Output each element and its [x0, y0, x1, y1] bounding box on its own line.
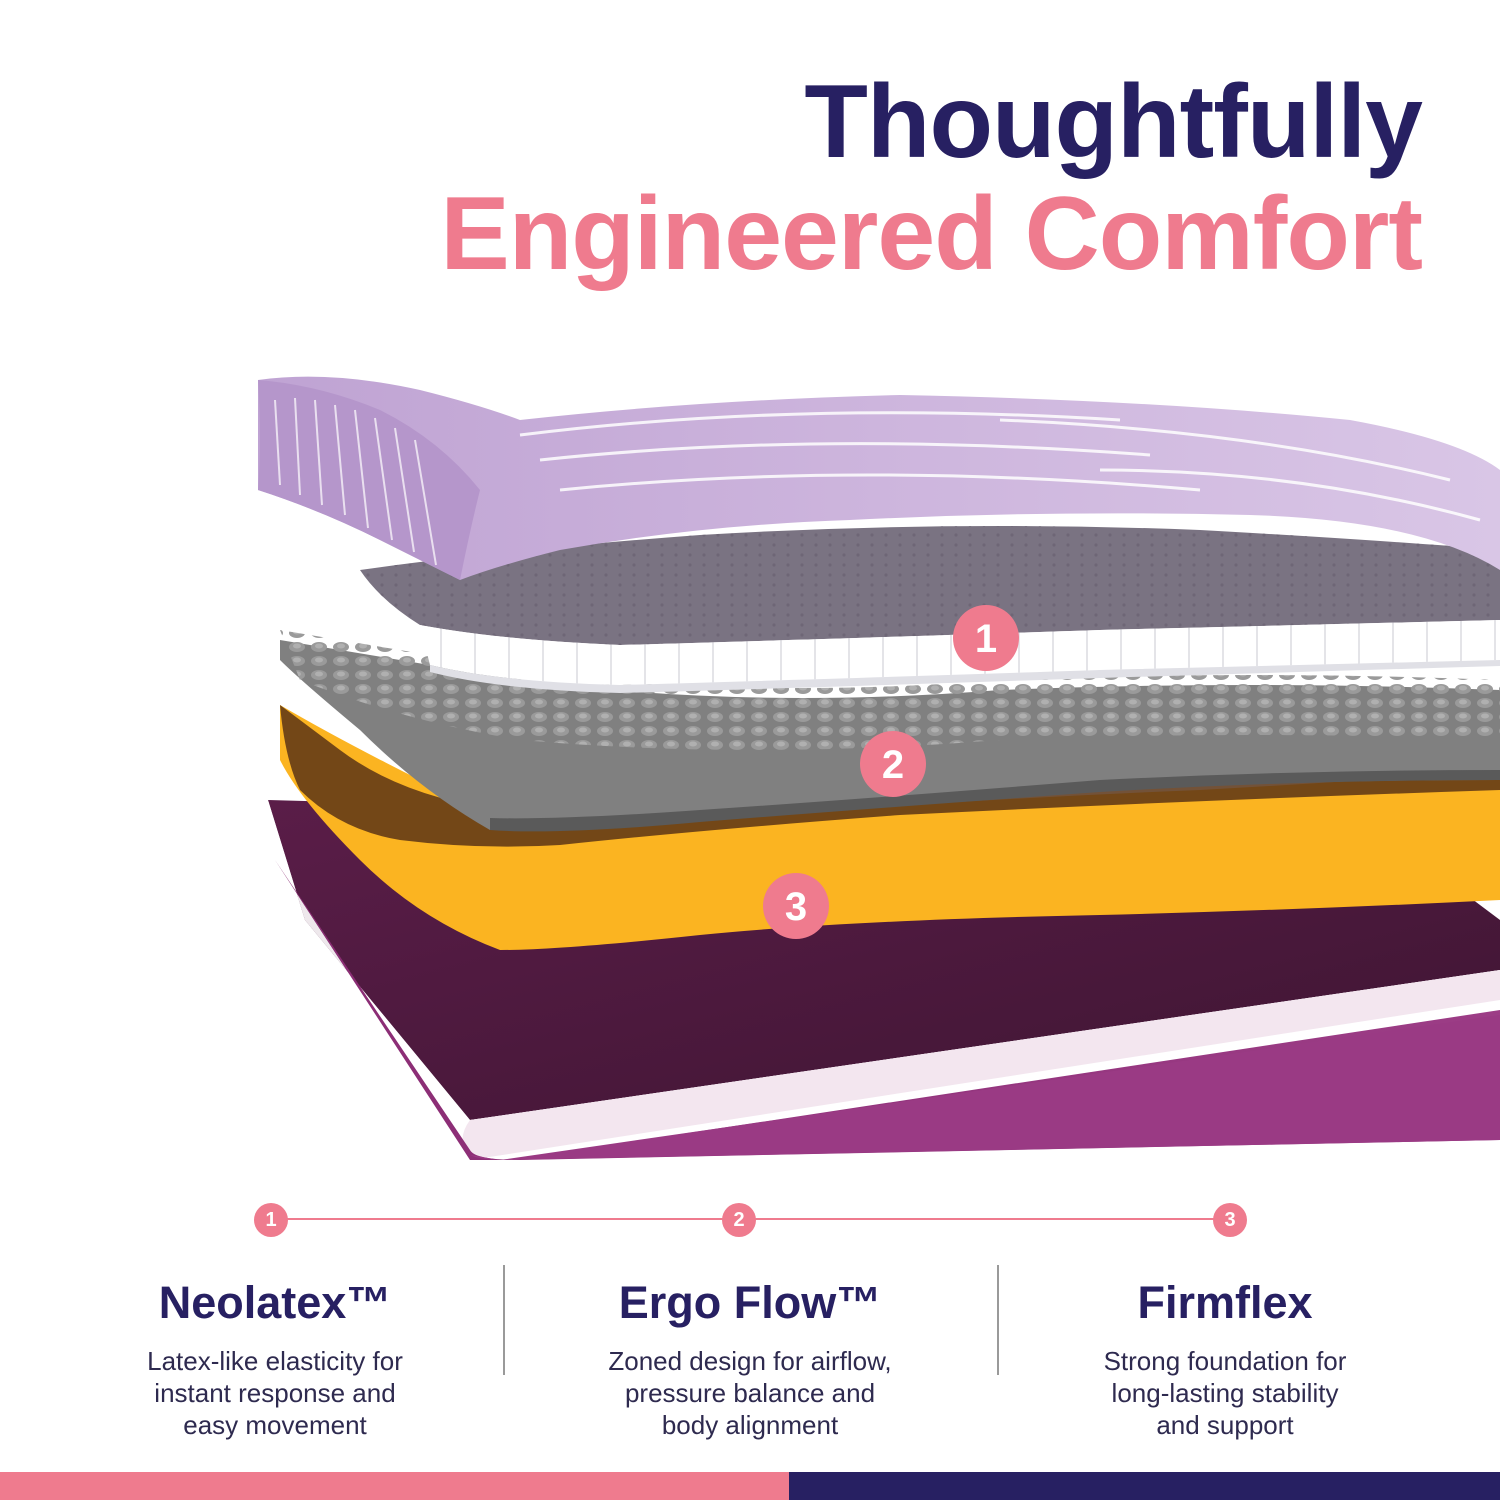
- lavender-cover-layer: [258, 376, 1500, 580]
- feature-divider-2: [997, 1265, 999, 1375]
- feature-firmflex: Firmflex Strong foundation for long-last…: [1015, 1265, 1435, 1441]
- mattress-layers-illustration: 1 2 3: [258, 376, 1500, 1160]
- layer-marker-1-label: 1: [975, 617, 997, 661]
- layer-marker-3: 3: [763, 873, 829, 939]
- feature-title: Ergo Flow™: [618, 1277, 882, 1328]
- bottom-color-bar: [0, 1472, 1500, 1500]
- feature-description: Zoned design for airflow, pressure balan…: [540, 1345, 960, 1441]
- headline: Thoughtfully Engineered Comfort: [440, 64, 1423, 292]
- feature-timeline: 1 2 3: [0, 1200, 1500, 1240]
- layer-marker-2: 2: [860, 731, 926, 797]
- feature-description: Latex-like elasticity for instant respon…: [65, 1345, 485, 1441]
- layer-marker-1: 1: [953, 605, 1019, 671]
- feature-divider-1: [503, 1265, 505, 1375]
- bottom-bar-navy: [789, 1472, 1500, 1500]
- feature-desc-line: pressure balance and: [624, 1378, 876, 1408]
- feature-desc-line: Strong foundation for: [1103, 1346, 1347, 1376]
- feature-desc-line: easy movement: [183, 1410, 367, 1440]
- features-section: Neolatex™ Latex-like elasticity for inst…: [0, 1265, 1500, 1445]
- feature-desc-line: body alignment: [661, 1410, 839, 1440]
- headline-line-1: Thoughtfully: [804, 64, 1423, 180]
- timeline-dot-2: 2: [722, 1203, 756, 1237]
- feature-neolatex: Neolatex™ Latex-like elasticity for inst…: [65, 1265, 485, 1441]
- layer-marker-3-label: 3: [785, 885, 807, 929]
- feature-desc-line: instant response and: [154, 1378, 396, 1408]
- timeline-dot-3: 3: [1213, 1203, 1247, 1237]
- bottom-bar-pink: [0, 1472, 789, 1500]
- feature-title: Firmflex: [1137, 1277, 1313, 1328]
- headline-line-2: Engineered Comfort: [440, 176, 1423, 292]
- feature-title: Neolatex™: [158, 1277, 392, 1328]
- feature-ergo-flow: Ergo Flow™ Zoned design for airflow, pre…: [540, 1265, 960, 1441]
- feature-desc-line: Zoned design for airflow,: [608, 1346, 892, 1376]
- yellow-foam-layer: [280, 705, 1500, 950]
- feature-desc-line: and support: [1156, 1410, 1294, 1440]
- feature-desc-line: Latex-like elasticity for: [147, 1346, 403, 1376]
- layer-marker-2-label: 2: [882, 743, 904, 787]
- feature-desc-line: long-lasting stability: [1111, 1378, 1339, 1408]
- timeline-dot-1: 1: [254, 1203, 288, 1237]
- feature-description: Strong foundation for long-lasting stabi…: [1015, 1345, 1435, 1441]
